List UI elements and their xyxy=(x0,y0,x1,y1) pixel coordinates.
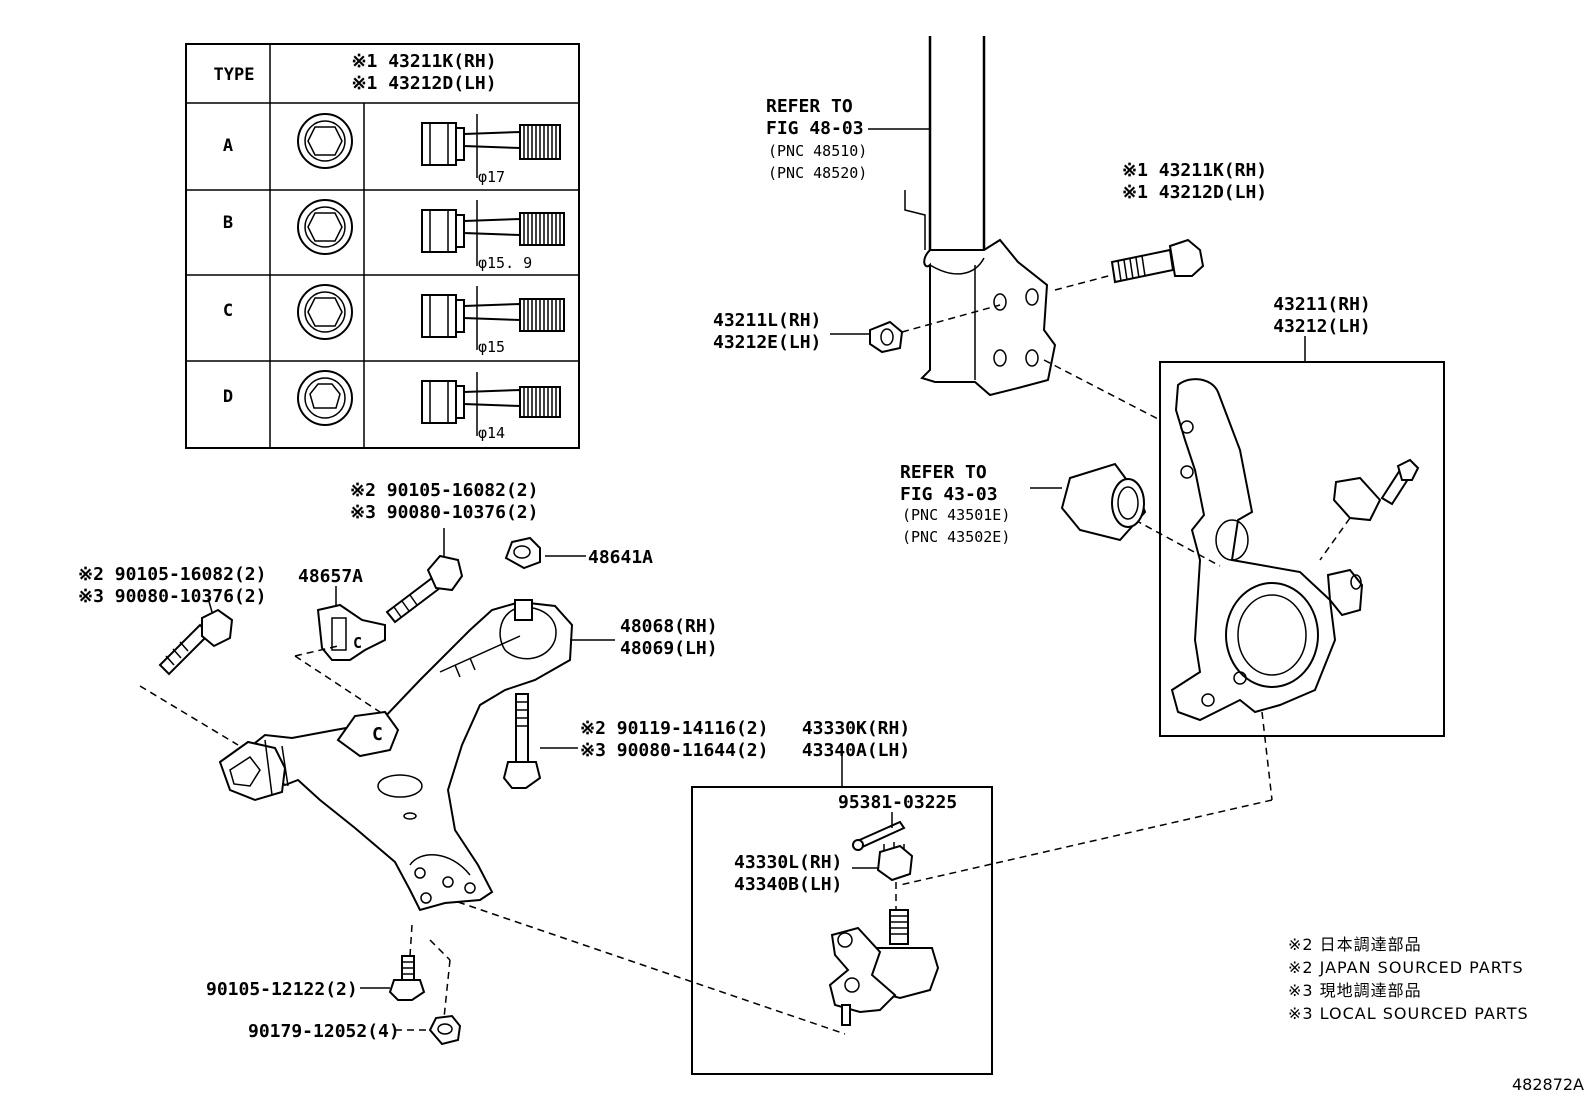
table-header-part-lh: ※1 43212D(LH) xyxy=(351,73,496,94)
front-bolt-local-label: ※3 90080-10376(2) xyxy=(78,586,266,607)
bracket-label: 48657A xyxy=(298,566,363,587)
hub-bearing-icon xyxy=(1060,462,1147,542)
knuckle-bolt-icon xyxy=(1332,458,1420,522)
note-local-sourced-jp: ※3 現地調達部品 xyxy=(1288,981,1422,1000)
note-local-sourced-en: ※3 LOCAL SOURCED PARTS xyxy=(1288,1004,1529,1023)
refer-fig-48-label: REFER TO xyxy=(766,96,853,117)
refer-pnc-48520: (PNC 48520) xyxy=(768,164,867,182)
camber-bolt-icon xyxy=(1110,238,1205,284)
table-header-type: TYPE xyxy=(214,65,255,85)
camber-bolt-rh-label: ※1 43211K(RH) xyxy=(1122,160,1267,181)
rear-bolt-local-label: ※3 90080-11644(2) xyxy=(580,740,768,761)
ball-joint-lh-label: 43340A(LH) xyxy=(802,740,910,761)
cotter-pin-icon xyxy=(852,820,906,851)
shock-absorber-strut xyxy=(904,36,1057,397)
figure-number: 482872A xyxy=(1512,1075,1584,1094)
strut-nut-icon xyxy=(869,320,904,354)
bolt-side-view-icon xyxy=(421,286,565,350)
table-row-dim: φ14 xyxy=(478,424,505,442)
table-row-type: B xyxy=(223,213,233,233)
refer-pnc-43501e: (PNC 43501E) xyxy=(902,506,1010,524)
ball-joint-nut-label: 90179-12052(4) xyxy=(248,1021,400,1042)
note-japan-sourced-jp: ※2 日本調達部品 xyxy=(1288,935,1422,954)
bracket-bolt-japan-label: ※2 90105-16082(2) xyxy=(350,480,538,501)
lower-arm-lh-label: 48069(LH) xyxy=(620,638,718,659)
bracket-bolt-icon xyxy=(385,554,464,624)
refer-pnc-43502e: (PNC 43502E) xyxy=(902,528,1010,546)
arm-nut-label: 48641A xyxy=(588,547,653,568)
bolt-side-view-icon xyxy=(421,114,561,178)
front-bushing-bolt-icon xyxy=(158,608,234,676)
strut-nut-rh-label: 43211L(RH) xyxy=(713,310,821,331)
front-bolt-japan-label: ※2 90105-16082(2) xyxy=(78,564,266,585)
castle-nut-rh-label: 43330L(RH) xyxy=(734,852,842,873)
knuckle-frame xyxy=(1159,361,1445,737)
bolt-side-view-icon xyxy=(421,372,561,436)
table-row-type: C xyxy=(223,301,233,321)
steering-knuckle xyxy=(1170,378,1364,722)
knuckle-rh-label: 43211(RH) xyxy=(1273,294,1371,315)
table-row-type: A xyxy=(223,136,233,156)
arm-nut-icon xyxy=(504,536,541,570)
table-row-dim: φ15 xyxy=(478,338,505,356)
bolt-head-end-view-icon xyxy=(297,199,353,255)
refer-fig-48-number: FIG 48-03 xyxy=(766,118,864,139)
refer-fig-43-number: FIG 43-03 xyxy=(900,484,998,505)
castle-nut-lh-label: 43340B(LH) xyxy=(734,874,842,895)
refer-pnc-48510: (PNC 48510) xyxy=(768,142,867,160)
castle-nut-icon xyxy=(876,842,914,882)
refer-fig-43-label: REFER TO xyxy=(900,462,987,483)
lower-arm-rh-label: 48068(RH) xyxy=(620,616,718,637)
note-japan-sourced-en: ※2 JAPAN SOURCED PARTS xyxy=(1288,958,1524,977)
camber-bolt-lh-label: ※1 43212D(LH) xyxy=(1122,182,1267,203)
bolt-head-end-view-icon xyxy=(297,284,353,340)
bolt-side-view-icon xyxy=(421,200,565,266)
lower-control-arm: C xyxy=(218,599,574,912)
ball-joint-assembly xyxy=(828,909,940,1026)
bracket-c-mark: C xyxy=(353,634,362,652)
bushing-bracket-icon: C xyxy=(316,603,386,661)
ball-joint-rh-label: 43330K(RH) xyxy=(802,718,910,739)
table-header-part-rh: ※1 43211K(RH) xyxy=(351,51,496,72)
bolt-head-end-view-icon xyxy=(297,370,353,426)
ball-joint-frame xyxy=(691,786,993,1075)
strut-nut-lh-label: 43212E(LH) xyxy=(713,332,821,353)
rear-bushing-bolt-icon xyxy=(502,693,542,789)
bolt-head-end-view-icon xyxy=(297,113,353,169)
rear-bolt-japan-label: ※2 90119-14116(2) xyxy=(580,718,768,739)
bracket-bolt-local-label: ※3 90080-10376(2) xyxy=(350,502,538,523)
ball-joint-bolt-icon xyxy=(388,955,426,1001)
ball-joint-bolt-label: 90105-12122(2) xyxy=(206,979,358,1000)
bushing-c-mark: C xyxy=(372,724,383,745)
table-row-dim: φ15. 9 xyxy=(478,254,532,272)
knuckle-lh-label: 43212(LH) xyxy=(1273,316,1371,337)
table-row-type: D xyxy=(223,387,233,407)
cotter-pin-label: 95381-03225 xyxy=(838,792,957,813)
table-row-dim: φ17 xyxy=(478,168,505,186)
bolt-type-table: TYPE ※1 43211K(RH) ※1 43212D(LH) A φ17 B xyxy=(185,43,580,449)
ball-joint-nut-icon xyxy=(428,1014,462,1046)
